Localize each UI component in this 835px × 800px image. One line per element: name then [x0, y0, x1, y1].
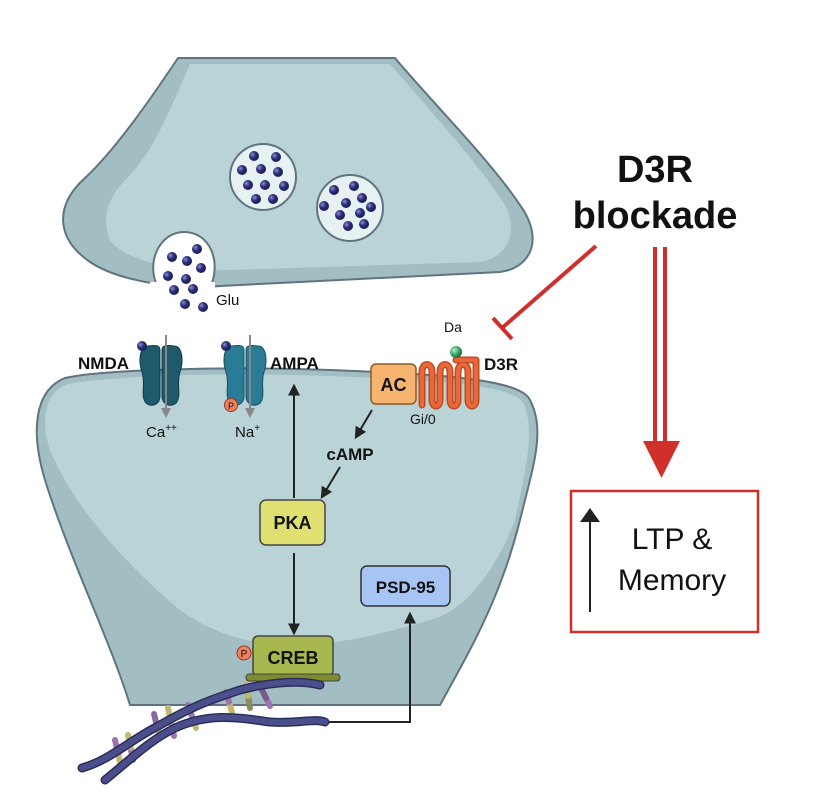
- glutamate-molecule-icon: [319, 201, 329, 211]
- creb-phosphorylation-icon: P: [236, 645, 252, 661]
- presynaptic-terminal: [62, 57, 534, 312]
- d3r-label: D3R: [484, 355, 518, 374]
- dna-helix-icon: [77, 677, 330, 785]
- glutamate-molecule-icon: [181, 274, 191, 284]
- svg-text:PKA: PKA: [273, 513, 311, 533]
- dna-backbone: [102, 714, 328, 783]
- glutamate-molecule-icon: [341, 198, 351, 208]
- dopamine-label: Da: [444, 319, 462, 335]
- pka-box: PKA: [259, 499, 326, 546]
- glutamate-molecule-icon: [188, 284, 198, 294]
- glutamate-label: Glu: [216, 292, 239, 309]
- nmda-label: NMDA: [78, 354, 129, 373]
- d3r-receptor: [418, 346, 480, 410]
- ampa-label: AMPA: [270, 354, 319, 373]
- dna-backbone-outline: [100, 713, 330, 785]
- glutamate-molecule-icon: [335, 210, 345, 220]
- glutamate-molecule-icon: [169, 285, 179, 295]
- calcium-ion-label: Ca++: [146, 423, 177, 441]
- g-protein-label: Gi/0: [410, 411, 436, 427]
- ac-to-camp-arrow: [354, 409, 373, 440]
- outcome-line-1: LTP &: [632, 523, 713, 556]
- ampa-receptor: P: [221, 335, 267, 418]
- dna-base-pair: [259, 687, 269, 701]
- glutamate-molecule-icon: [192, 244, 202, 254]
- dna-to-psd95-arrow: [325, 611, 416, 723]
- nmda-receptor: [137, 335, 183, 418]
- glutamate-molecule-icon: [329, 185, 339, 195]
- svg-text:P: P: [241, 649, 248, 660]
- title-line-1: D3R: [617, 149, 693, 191]
- ampa-phosphorylation-icon: P: [224, 398, 238, 412]
- glutamate-molecule-icon: [366, 202, 376, 212]
- glutamate-molecule-icon: [249, 151, 259, 161]
- svg-text:AC: AC: [381, 375, 407, 395]
- dopamine-ligand-icon: [450, 346, 462, 358]
- adenylyl-cyclase-box: AC: [370, 363, 417, 405]
- dna-backbone: [79, 679, 323, 771]
- glutamate-bound-icon: [137, 341, 147, 351]
- glutamate-molecule-icon: [357, 193, 367, 203]
- psd95-box: PSD-95: [360, 565, 451, 607]
- glutamate-molecule-icon: [359, 219, 369, 229]
- outcome-line-2: Memory: [618, 564, 726, 597]
- glutamate-molecule-icon: [243, 180, 253, 190]
- sodium-ion-label: Na+: [235, 423, 260, 441]
- synaptic-vesicle: [229, 143, 297, 211]
- outcome-box: LTP & Memory: [569, 489, 760, 634]
- glutamate-molecule-icon: [256, 164, 266, 174]
- glutamate-molecule-icon: [343, 221, 353, 231]
- creb-box: CREB: [245, 635, 341, 682]
- glutamate-molecule-icon: [198, 302, 208, 312]
- glutamate-molecule-icon: [355, 208, 365, 218]
- glutamate-molecule-icon: [251, 194, 261, 204]
- glutamate-molecule-icon: [182, 256, 192, 266]
- glutamate-molecule-icon: [268, 194, 278, 204]
- glutamate-molecule-icon: [237, 165, 247, 175]
- svg-text:P: P: [228, 401, 234, 411]
- glutamate-molecule-icon: [180, 299, 190, 309]
- glutamate-molecule-icon: [260, 180, 270, 190]
- glutamate-molecule-icon: [279, 181, 289, 191]
- glutamate-molecule-icon: [163, 271, 173, 281]
- glutamate-molecule-icon: [349, 181, 359, 191]
- glutamate-molecule-icon: [196, 263, 206, 273]
- presynaptic-highlight: [106, 64, 511, 271]
- inhibition-arrow: [491, 244, 598, 341]
- title-line-2: blockade: [573, 195, 738, 237]
- glutamate-molecule-icon: [273, 167, 283, 177]
- svg-text:PSD-95: PSD-95: [376, 578, 436, 597]
- activation-double-arrow: [643, 247, 680, 478]
- camp-label: cAMP: [326, 445, 373, 464]
- camp-to-pka-arrow: [320, 466, 341, 500]
- svg-text:CREB: CREB: [267, 648, 318, 668]
- glutamate-molecule-icon: [167, 252, 177, 262]
- glutamate-bound-icon: [221, 341, 231, 351]
- glutamate-molecule-icon: [271, 152, 281, 162]
